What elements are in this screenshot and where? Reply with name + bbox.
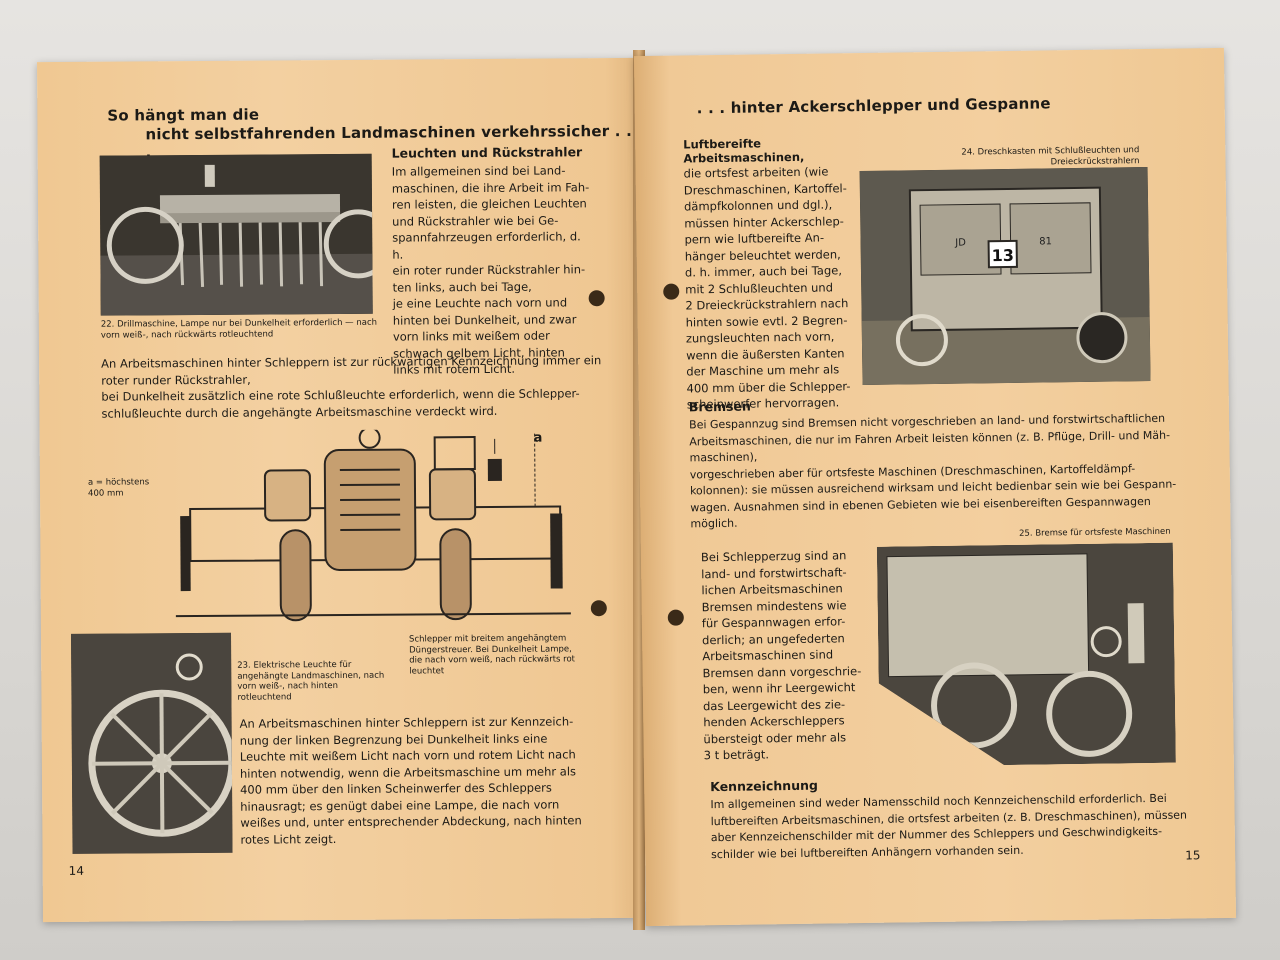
punch-hole-top-left [588, 290, 605, 307]
bremsen-title: Bremsen [688, 398, 751, 415]
right-headline: . . . hinter Ackerschlepper und Gespanne [696, 94, 1051, 118]
left-headline-1: So hängt man die [107, 105, 260, 125]
punch-hole-bottom-right [667, 609, 684, 626]
left-section-title: Leuchten und Rückstrahler [391, 144, 583, 161]
left-paragraph-1: Im allgemeinen sind bei Land-maschinen, … [391, 163, 590, 377]
kennzeichnung-title: Kennzeichnung [710, 777, 818, 795]
punch-hole-top-right [663, 283, 680, 300]
left-paragraph-2: An Arbeitsmaschinen hinter Schleppern is… [101, 353, 602, 421]
dimension-label: a [533, 430, 543, 446]
wheel-lamp-photo [70, 632, 233, 854]
wheel-illustration [70, 632, 233, 854]
drill-machine-illustration [99, 153, 373, 316]
caption-tractor: Schlepper mit breitem angehängtem Dünger… [409, 633, 576, 677]
brake-photo [877, 543, 1176, 767]
machine-number: 13 [992, 246, 1015, 265]
left-page: So hängt man die nicht selbstfahrenden L… [37, 57, 641, 923]
left-paragraph-3: An Arbeitsmaschinen hinter Schleppern is… [239, 714, 582, 847]
caption-23: 23. Elektrische Leuchte für angehängte L… [237, 659, 385, 703]
dimension-note: a = höchstens 400 mm [87, 477, 150, 499]
left-page-number: 14 [68, 863, 84, 878]
right-page: . . . hinter Ackerschlepper und Gespanne… [633, 47, 1237, 927]
bremsen-paragraph: Bei Gespannzug sind Bremsen nicht vorges… [689, 411, 1177, 531]
threshing-box-illustration: 13 JD 81 [859, 167, 1151, 386]
punch-hole-bottom-left [590, 600, 607, 617]
threshing-box-photo: 13 JD 81 [859, 167, 1151, 386]
drill-machine-photo [99, 153, 373, 316]
right-page-number: 15 [1185, 848, 1201, 863]
caption-25: 25. Bremse für ortsfeste Maschinen [1019, 526, 1171, 539]
kennzeichnung-paragraph: Im allgemeinen sind weder Namensschild n… [710, 791, 1188, 861]
machine-plate-2: 81 [1039, 236, 1052, 247]
caption-22: 22. Drillmaschine, Lampe nur bei Dunkelh… [100, 317, 378, 341]
brake-illustration [877, 543, 1176, 767]
right-subtitle-1: Luftbereifte [683, 136, 762, 152]
machine-plate-1: JD [954, 238, 966, 249]
caption-24: 24. Dreschkasten mit Schlußleuchten und … [961, 145, 1140, 167]
tractor-diagram [175, 428, 571, 622]
